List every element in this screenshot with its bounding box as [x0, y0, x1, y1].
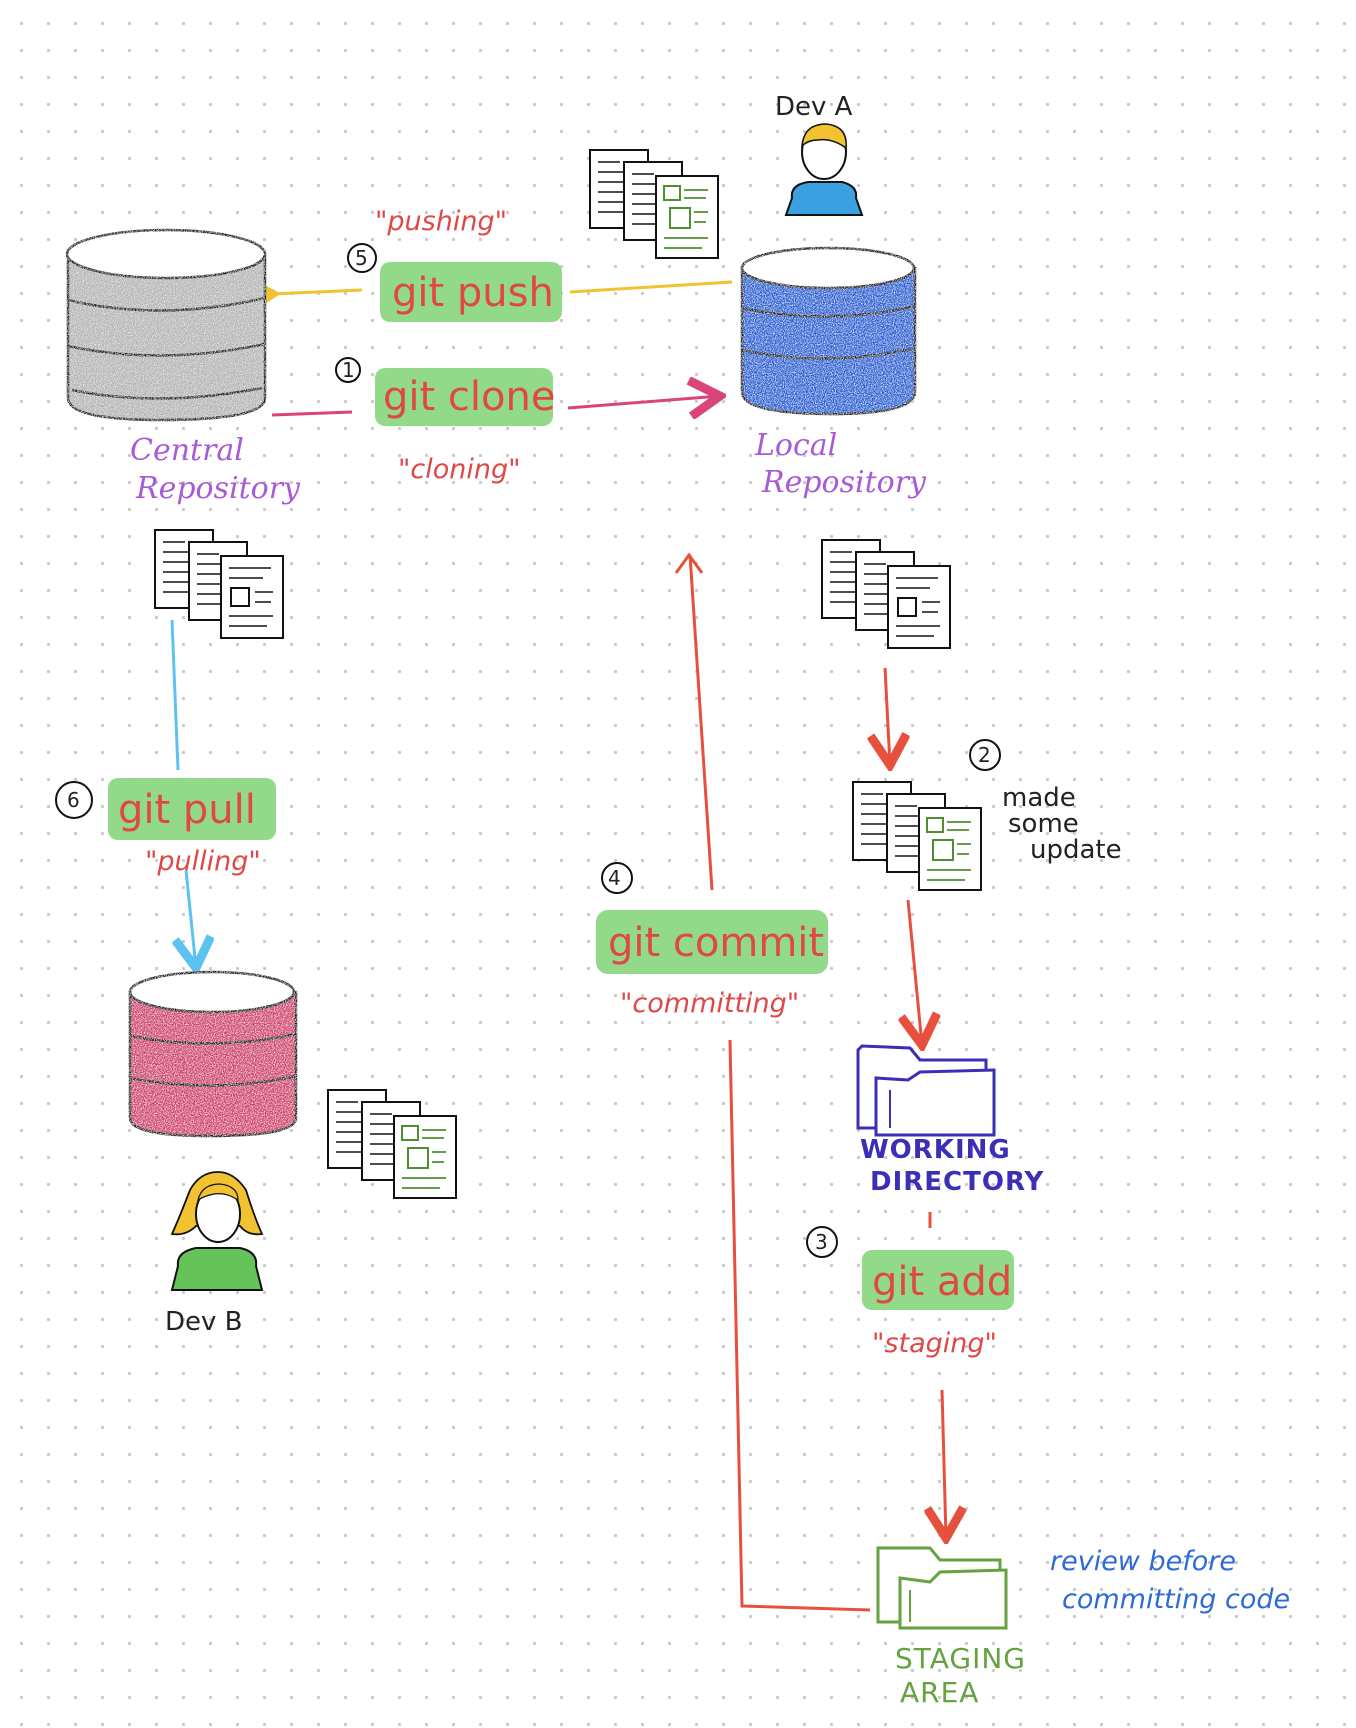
- dev-a-label: Dev A: [775, 92, 853, 122]
- step-5-badge: [347, 243, 377, 273]
- step-4-commit: 4 git commit "committing": [596, 862, 828, 1019]
- step-1-badge: [335, 357, 361, 383]
- to-working-dir-arrow: [908, 899, 922, 1045]
- central-repo-label-line1: Central: [130, 433, 244, 468]
- staging-area-label-line2: AREA: [900, 1676, 979, 1709]
- review-note-line1: review before: [1050, 1546, 1236, 1577]
- staging-area-label-line1: STAGING: [895, 1642, 1026, 1675]
- working-directory: WORKING DIRECTORY: [856, 1044, 1045, 1197]
- pull-arrow-top: [170, 619, 180, 771]
- central-repository: Central Repository: [65, 228, 301, 506]
- step-3-add: 3 git add "staging": [806, 1226, 1014, 1359]
- working-directory-folder-icon: [856, 1044, 996, 1137]
- review-note-line2: committing code: [1062, 1584, 1290, 1615]
- update-note-line3: update: [1030, 835, 1122, 865]
- step-2-update: 2 made some update: [852, 739, 1122, 891]
- git-push-highlight: [380, 262, 562, 322]
- dev-b-database-icon: [128, 970, 298, 1138]
- update-arrow: [885, 667, 890, 765]
- git-clone-command: git clone: [383, 374, 555, 420]
- git-push-command: git push: [392, 270, 554, 316]
- updated-documents-icon: [852, 781, 982, 891]
- push-verb: "pushing": [375, 206, 507, 237]
- dev-b: Dev B: [165, 1171, 264, 1337]
- pull-arrow-bottom: [186, 869, 196, 968]
- local-database-icon: [740, 246, 917, 416]
- central-documents-icon: [154, 529, 284, 639]
- commit-up-arrowhead: [674, 552, 704, 574]
- dev-a-person-icon: [784, 123, 864, 216]
- git-pull-highlight: [108, 778, 276, 840]
- step-6-number: 6: [67, 788, 80, 812]
- commit-verb: "committing": [620, 988, 799, 1019]
- update-note-line2: some: [1008, 809, 1079, 839]
- local-repository: Local Repository: [740, 246, 927, 500]
- step-6-pull: 6 git pull "pulling": [55, 778, 276, 877]
- step-5-push: 5 "pushing" git push: [347, 206, 562, 322]
- local-documents-icon: [821, 539, 951, 649]
- git-add-command: git add: [872, 1259, 1012, 1305]
- clone-arrow: [567, 396, 720, 408]
- step-2-badge: [969, 739, 1001, 771]
- dev-b-person-icon: [170, 1171, 264, 1291]
- dev-b-repository: [128, 970, 298, 1138]
- step-6-badge: [55, 781, 93, 819]
- commit-up-arrow: [688, 554, 714, 891]
- dev-a: Dev A: [775, 92, 864, 216]
- git-pull-command: git pull: [118, 787, 256, 833]
- push-arrow: [569, 280, 733, 294]
- step-5-number: 5: [355, 246, 368, 270]
- push-arrow-head: [272, 290, 363, 294]
- commit-return-line: [728, 1039, 871, 1612]
- step-4-number: 4: [608, 866, 621, 890]
- step-3-badge: [806, 1226, 838, 1258]
- dev-b-label: Dev B: [165, 1307, 243, 1337]
- local-repo-label-line2: Repository: [761, 465, 927, 500]
- clone-arrow-tail: [271, 410, 353, 417]
- dev-a-documents-icon: [589, 149, 719, 259]
- staging-area-folder-icon: [876, 1546, 1008, 1630]
- to-staging-arrow: [942, 1389, 946, 1538]
- step-1-clone: 1 git clone "cloning": [335, 357, 555, 485]
- step-3-number: 3: [815, 1230, 828, 1254]
- clone-verb: "cloning": [398, 454, 521, 485]
- working-dir-label-line2: DIRECTORY: [870, 1167, 1045, 1197]
- pull-verb: "pulling": [145, 846, 261, 877]
- git-commit-highlight: [596, 910, 828, 974]
- git-add-highlight: [862, 1250, 1014, 1310]
- add-verb: "staging": [872, 1328, 997, 1359]
- step-2-number: 2: [978, 743, 991, 767]
- step-4-badge: [601, 862, 633, 894]
- dev-b-documents-icon: [327, 1089, 457, 1199]
- git-clone-highlight: [375, 368, 553, 426]
- step-1-number: 1: [342, 358, 355, 382]
- central-repo-label-line2: Repository: [135, 471, 301, 506]
- central-database-icon: [65, 228, 267, 422]
- update-note-line1: made: [1002, 783, 1076, 813]
- local-repo-label-line1: Local: [754, 428, 837, 463]
- staging-area: STAGING AREA: [876, 1546, 1026, 1709]
- review-note: review before committing code: [1050, 1546, 1290, 1615]
- working-dir-label-line1: WORKING: [860, 1135, 1011, 1165]
- git-commit-command: git commit: [608, 920, 824, 966]
